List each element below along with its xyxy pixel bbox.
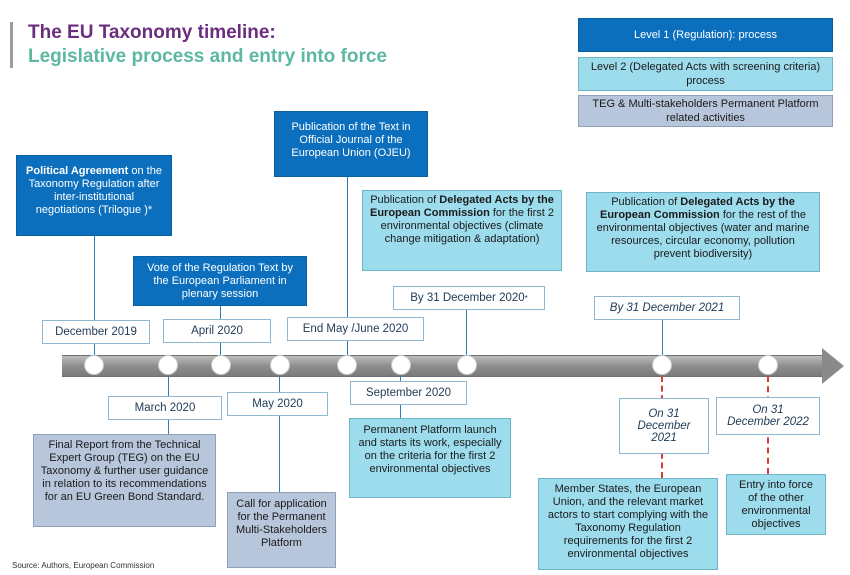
date-april-2020: April 2020	[163, 319, 271, 343]
entry-into-force-box: Entry into force of the other environmen…	[726, 474, 826, 535]
timeline-dot	[758, 355, 778, 375]
date-march-2020: March 2020	[108, 396, 222, 420]
connector-line	[279, 376, 280, 494]
permanent-platform-launch-box: Permanent Platform launch and starts its…	[349, 418, 511, 498]
date-by-31-december-2021: By 31 December 2021	[594, 296, 740, 320]
date-by-31-december-2020: By 31 December 2020*	[393, 286, 545, 310]
connector-line	[347, 176, 348, 358]
timeline-arrowhead	[822, 348, 844, 384]
timeline-dot	[158, 355, 178, 375]
timeline-dot	[457, 355, 477, 375]
delegated-acts-first-box: Publication of Delegated Acts by the Eur…	[362, 190, 562, 271]
title-line-2: Legislative process and entry into force	[28, 46, 387, 67]
timeline-arrow-bar	[62, 355, 824, 377]
date-on-31-december-2021: On 31 December 2021	[619, 398, 709, 454]
ojeu-publication-box: Publication of the Text in Official Jour…	[274, 111, 428, 177]
political-agreement-box: Political Agreement on the Taxonomy Regu…	[16, 155, 172, 236]
date-end-may-june-2020: End May /June 2020	[287, 317, 424, 341]
timeline-dot	[652, 355, 672, 375]
legend-level1: Level 1 (Regulation): process	[578, 18, 833, 52]
timeline-dot	[84, 355, 104, 375]
source-note: Source: Authors, European Commission	[12, 561, 155, 570]
legend-teg-platform: TEG & Multi-stakeholders Permanent Platf…	[578, 95, 833, 127]
timeline-dot	[270, 355, 290, 375]
member-states-comply-box: Member States, the European Union, and t…	[538, 478, 718, 570]
date-may-2020: May 2020	[227, 392, 328, 416]
parliament-vote-box: Vote of the Regulation Text by the Europ…	[133, 256, 307, 306]
delegated-acts-rest-box: Publication of Delegated Acts by the Eur…	[586, 192, 820, 272]
timeline-dot	[337, 355, 357, 375]
connector-line	[662, 318, 663, 358]
title-accent-bar	[10, 22, 13, 68]
date-december-2019: December 2019	[42, 320, 150, 344]
call-for-application-box: Call for application for the Permanent M…	[227, 492, 336, 568]
teg-report-box: Final Report from the Technical Expert G…	[33, 434, 216, 527]
date-on-31-december-2022: On 31 December 2022	[716, 397, 820, 435]
title-line-1: The EU Taxonomy timeline:	[28, 22, 276, 43]
timeline-dot	[391, 355, 411, 375]
connector-line	[94, 236, 95, 358]
date-september-2020: September 2020	[350, 381, 467, 405]
timeline-dot	[211, 355, 231, 375]
legend-level2: Level 2 (Delegated Acts with screening c…	[578, 57, 833, 91]
connector-line	[466, 310, 467, 358]
